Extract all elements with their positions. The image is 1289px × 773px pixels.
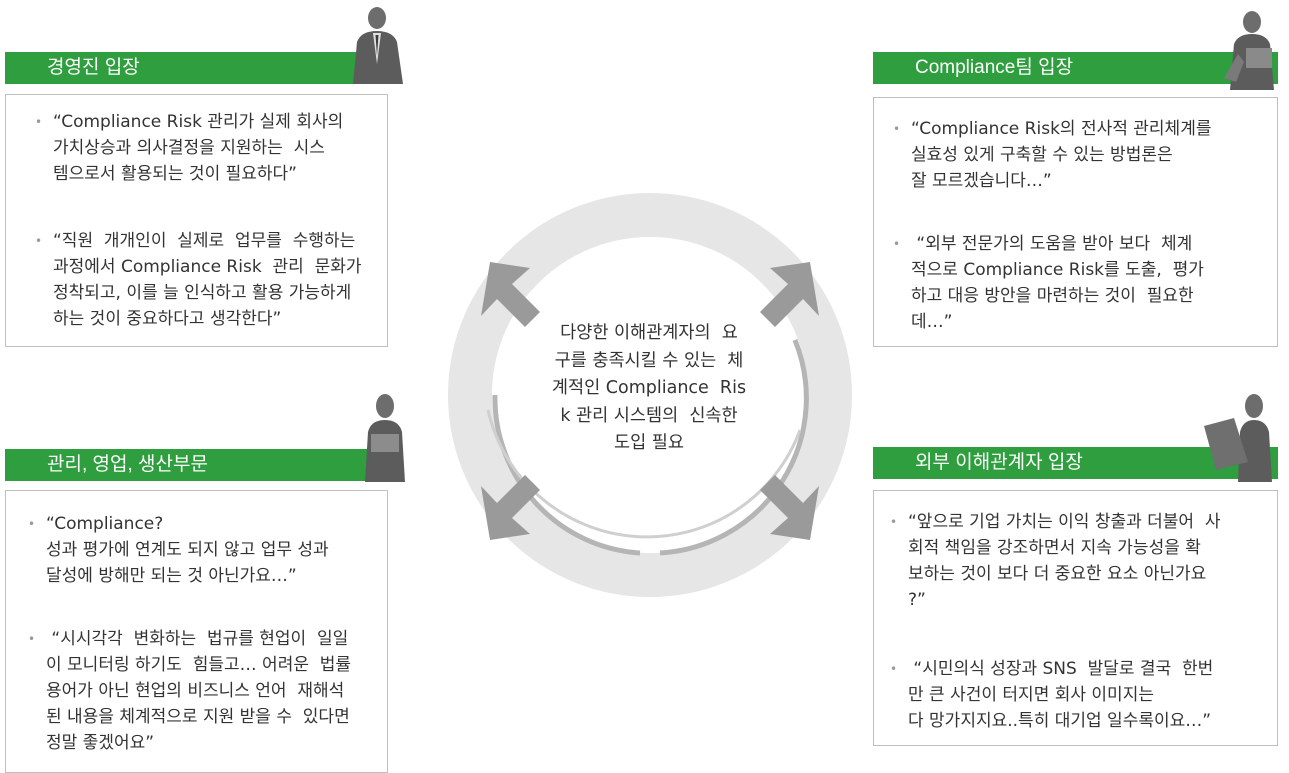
item-line: 가치상승과 의사결정을 지원하는 시스: [53, 138, 325, 158]
item-line: 보하는 것이 보다 더 중요한 요소 아닌가요: [908, 564, 1207, 584]
item-line: 정착되고, 이를 늘 인식하고 활용 가능하게: [53, 283, 352, 303]
item-line: “외부 전문가의 도움을 받아 보다 체계: [911, 234, 1193, 254]
center-line: 다양한 이해관계자의 요: [560, 323, 738, 343]
item-line: 이 모니터링 하기도 힘들고… 어려운 법률: [46, 655, 352, 675]
executive-figure-icon: [353, 7, 403, 84]
arrow-top-right: [760, 262, 819, 327]
item-line: 데…”: [911, 312, 953, 332]
flow-arc-right: [659, 339, 809, 556]
item-line: 용어가 아닌 현업의 비즈니스 언어 재해석: [46, 681, 345, 701]
item-line: 하고 대응 방안을 마련하는 것이 필요한: [911, 286, 1194, 306]
compliance-team-title: Compliance팀 입장: [915, 57, 1074, 78]
external-figure-icon: [1204, 394, 1272, 482]
bullet-dot: •: [890, 515, 898, 529]
operations-item: • “시시각각 변화하는 법규를 현업이 일일 이 모니터링 하기도 힘들고… …: [28, 626, 352, 756]
item-line: “Compliance Risk의 전사적 관리체계를: [911, 119, 1212, 139]
item-line: 정말 좋겠어요”: [46, 733, 155, 753]
compliance-team-header: Compliance팀 입장: [873, 52, 1278, 84]
center-message: 다양한 이해관계자의 요 구를 충족시킬 수 있는 체 계적인 Complian…: [525, 320, 773, 458]
bullet-dot: •: [28, 632, 36, 646]
outer-ring: [448, 193, 852, 597]
executive-item: • “Compliance Risk 관리가 실제 회사의 가치상승과 의사결정…: [35, 109, 344, 187]
bullet-dot: •: [890, 662, 898, 676]
item-line: “Compliance Risk 관리가 실제 회사의: [53, 112, 344, 132]
center-line: 구를 충족시킬 수 있는 체: [554, 350, 744, 371]
external-header: 외부 이해관계자 입장: [873, 447, 1278, 479]
operations-item: • “Compliance? 성과 평가에 연계도 되지 않고 업무 성과 달성…: [28, 511, 329, 589]
item-line: 잘 모르겠습니다…”: [911, 171, 1052, 191]
compliance-team-item: • “Compliance Risk의 전사적 관리체계를 실효성 있게 구축할…: [893, 116, 1212, 194]
arrow-top-left: [481, 262, 540, 327]
compliance-team-item: • “외부 전문가의 도움을 받아 보다 체계 적으로 Compliance R…: [893, 231, 1204, 335]
executive-item: • “직원 개개인이 실제로 업무를 수행하는 과정에서 Compliance …: [35, 228, 362, 332]
item-line: “시시각각 변화하는 법규를 현업이 일일: [46, 629, 349, 649]
external-item: • “시민의식 성장과 SNS 발달로 결국 한번 만 큰 사건이 터지면 회사…: [890, 656, 1214, 734]
center-line: 도입 필요: [614, 433, 684, 453]
executive-header: 경영진 입장: [5, 52, 388, 84]
center-line: k 관리 시스템의 신속한: [560, 405, 738, 426]
flow-arc-left: [492, 394, 641, 556]
bullet-dot: •: [893, 237, 901, 251]
item-line: 적으로 Compliance Risk를 도출, 평가: [911, 260, 1204, 280]
item-line: “앞으로 기업 가치는 이익 창출과 더불어 사: [908, 512, 1221, 532]
item-line: 템으로서 활용되는 것이 필요하다”: [53, 164, 297, 184]
bullet-dot: •: [35, 234, 43, 248]
operations-box: • “Compliance? 성과 평가에 연계도 되지 않고 업무 성과 달성…: [5, 490, 388, 773]
item-line: “시민의식 성장과 SNS 발달로 결국 한번: [908, 659, 1214, 679]
item-line: 회적 책임을 강조하면서 지속 가능성을 확: [908, 538, 1201, 558]
external-title: 외부 이해관계자 입장: [915, 452, 1083, 473]
executive-title: 경영진 입장: [47, 57, 140, 78]
compliance-figure-icon: [1224, 11, 1274, 90]
center-disc: [492, 237, 808, 553]
bullet-dot: •: [35, 115, 43, 129]
item-line: 과정에서 Compliance Risk 관리 문화가: [53, 257, 362, 277]
item-line: 만 큰 사건이 터지면 회사 이미지는: [908, 685, 1154, 705]
item-line: ?”: [908, 590, 926, 610]
item-line: 다 망가지지요..특히 대기업 일수록이요…”: [908, 711, 1212, 731]
item-line: 된 내용을 체계적으로 지원 받을 수 있다면: [46, 707, 350, 727]
bullet-dot: •: [893, 122, 901, 136]
item-line: 달성에 방해만 되는 것 아닌가요…”: [46, 566, 297, 586]
operations-header: 관리, 영업, 생산부문: [5, 449, 388, 481]
item-line: 실효성 있게 구축할 수 있는 방법론은: [911, 145, 1173, 165]
arrow-bottom-right: [760, 475, 819, 540]
item-line: “직원 개개인이 실제로 업무를 수행하는: [53, 231, 356, 251]
external-box: • “앞으로 기업 가치는 이익 창출과 더불어 사 회적 책임을 강조하면서 …: [873, 490, 1278, 746]
center-line: 계적인 Compliance Ris: [551, 378, 747, 398]
item-line: 성과 평가에 연계도 되지 않고 업무 성과: [46, 540, 329, 560]
external-item: • “앞으로 기업 가치는 이익 창출과 더불어 사 회적 책임을 강조하면서 …: [890, 509, 1221, 613]
operations-title: 관리, 영업, 생산부문: [47, 454, 208, 475]
operations-figure-icon: [365, 394, 405, 482]
item-line: 하는 것이 중요하다고 생각한다”: [53, 309, 282, 329]
bullet-dot: •: [28, 517, 36, 531]
arrow-bottom-left: [481, 475, 540, 540]
executive-box: • “Compliance Risk 관리가 실제 회사의 가치상승과 의사결정…: [5, 94, 388, 347]
compliance-team-box: • “Compliance Risk의 전사적 관리체계를 실효성 있게 구축할…: [873, 97, 1278, 347]
item-line: “Compliance?: [46, 514, 164, 534]
